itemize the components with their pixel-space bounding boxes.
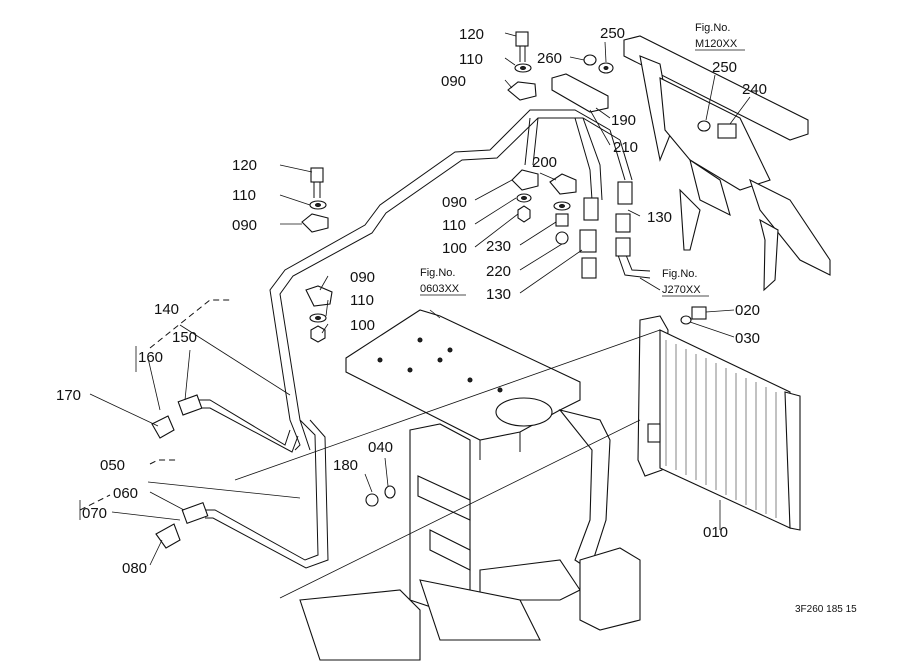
upper-bracket — [551, 54, 614, 113]
fig-ref-m120-code: M120XX — [695, 38, 738, 50]
callout-240: 240 — [742, 81, 767, 98]
top-clamp-set — [507, 31, 537, 101]
callout-040: 040 — [368, 439, 393, 456]
callout-160: 160 — [138, 349, 163, 366]
callout-100-low: 100 — [350, 317, 375, 334]
callout-230: 230 — [486, 238, 511, 255]
callout-070: 070 — [82, 505, 107, 522]
callout-090-low: 090 — [350, 269, 375, 286]
callout-080: 080 — [122, 560, 147, 577]
bracket-lines — [79, 299, 232, 520]
callout-060: 060 — [113, 485, 138, 502]
fig-ref-m120-label: Fig.No. — [695, 22, 730, 34]
fig-ref-0603-label: Fig.No. — [420, 267, 455, 279]
callout-140: 140 — [154, 301, 179, 318]
callout-180: 180 — [333, 457, 358, 474]
fig-ref-0603-code: 0603XX — [420, 283, 460, 295]
clamp-090-top-icon — [507, 81, 537, 101]
callout-010: 010 — [703, 524, 728, 541]
mid-clamp-set — [511, 169, 633, 279]
callout-110-low: 110 — [350, 292, 374, 309]
callout-090-mid: 090 — [442, 194, 467, 211]
callout-110-top: 110 — [459, 51, 483, 68]
callout-labels: 120 110 090 260 250 250 240 190 210 200 … — [56, 25, 767, 577]
callout-260: 260 — [537, 50, 562, 67]
callout-210: 210 — [613, 139, 638, 156]
callout-090-left: 090 — [232, 217, 257, 234]
callout-250-right: 250 — [712, 59, 737, 76]
figure-references: Fig.No. M120XX Fig.No. 0603XX Fig.No. J2… — [420, 22, 745, 297]
oil-cooler-010 — [637, 315, 801, 531]
callout-110-left: 110 — [232, 187, 256, 204]
bolt-020-030 — [680, 306, 707, 325]
callout-250-top: 250 — [600, 25, 625, 42]
callout-100-mid: 100 — [442, 240, 467, 257]
callout-170: 170 — [56, 387, 81, 404]
callout-130-b: 130 — [647, 209, 672, 226]
leader-lines — [89, 32, 751, 599]
left-clamp-set — [301, 167, 333, 343]
callout-150: 150 — [172, 329, 197, 346]
clamp-090-low-icon — [305, 285, 333, 307]
callout-110-mid: 110 — [442, 217, 466, 234]
support-frame — [299, 309, 641, 661]
callout-120-top: 120 — [459, 26, 484, 43]
bolt-120-top-icon — [515, 31, 529, 47]
callout-090-top: 090 — [441, 73, 466, 90]
callout-200: 200 — [532, 154, 557, 171]
callout-190: 190 — [611, 112, 636, 129]
front-frame — [623, 35, 831, 292]
callout-030: 030 — [735, 330, 760, 347]
fig-ref-j270-code: J270XX — [662, 284, 701, 296]
callout-050: 050 — [100, 457, 125, 474]
callout-020: 020 — [735, 302, 760, 319]
drawing-code: 3F260 185 15 — [795, 604, 857, 615]
callout-130-a: 130 — [486, 286, 511, 303]
callout-120-left: 120 — [232, 157, 257, 174]
pipe-bundle — [198, 109, 651, 569]
left-fittings — [151, 394, 396, 549]
fig-ref-j270-label: Fig.No. — [662, 268, 697, 280]
callout-220: 220 — [486, 263, 511, 280]
